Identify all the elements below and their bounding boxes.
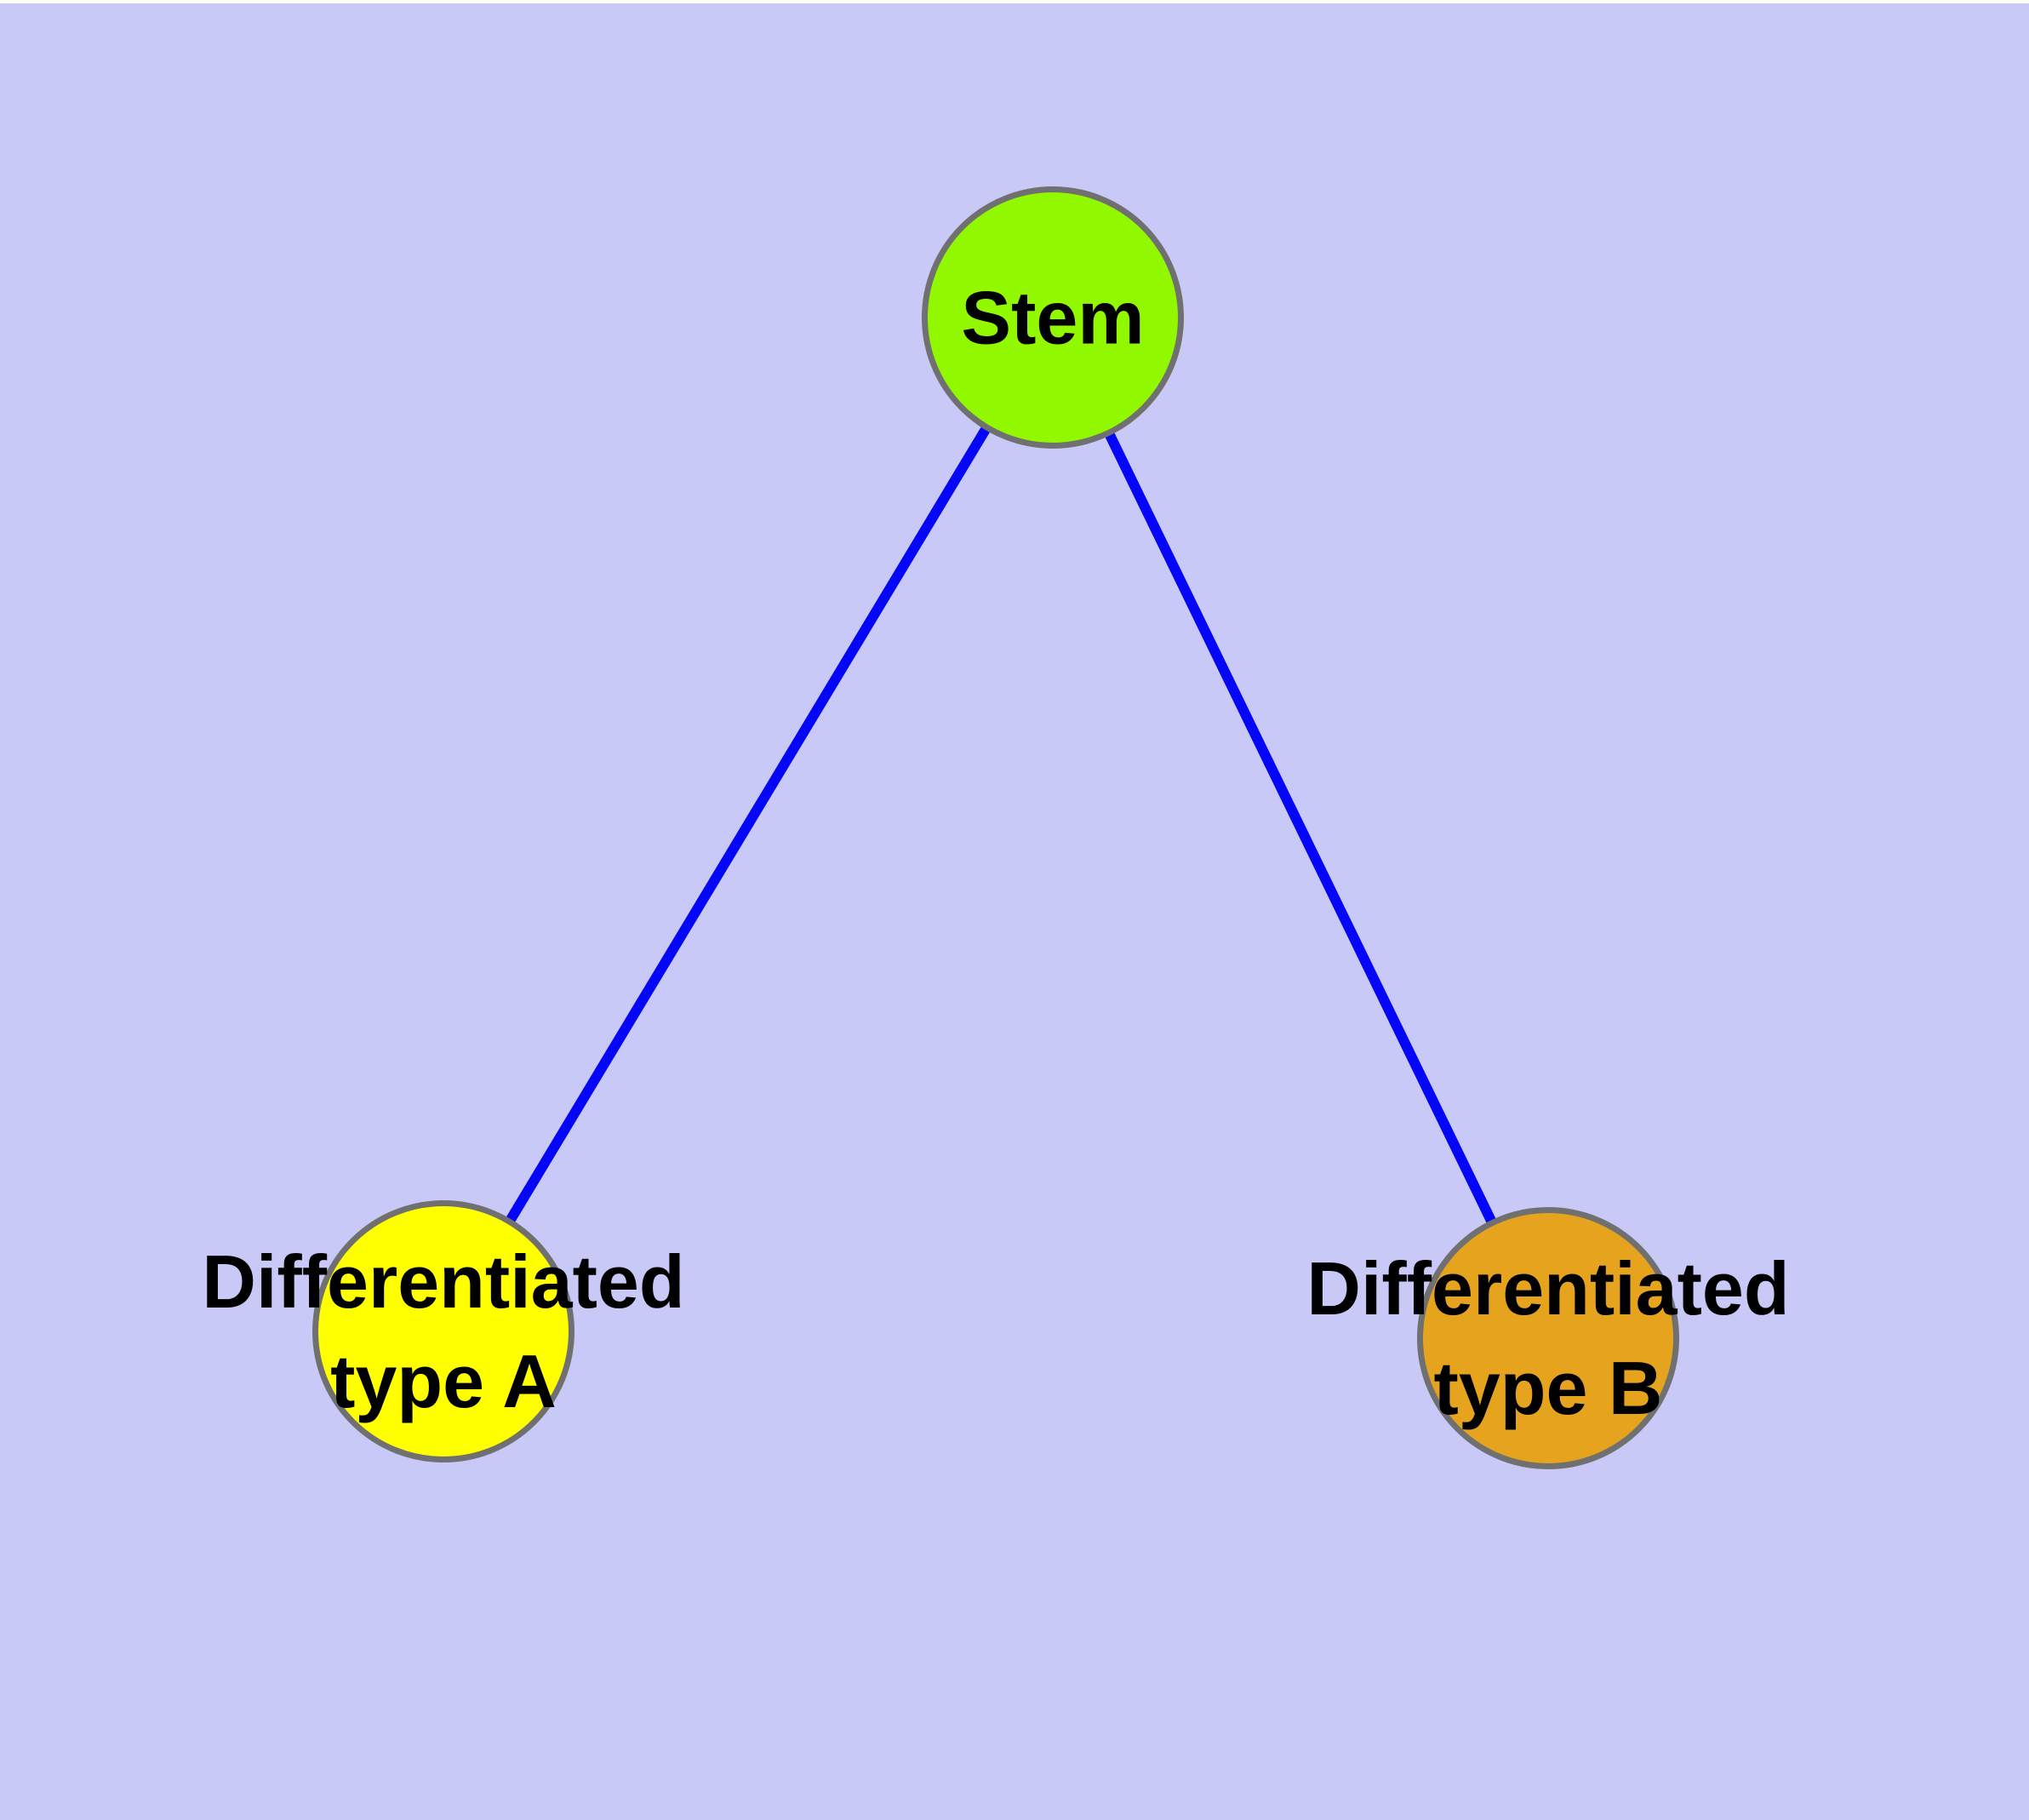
stem-node-label: Stem xyxy=(961,268,1144,368)
type-a-label-line-1: Differentiated xyxy=(202,1239,685,1324)
top-margin xyxy=(0,0,2029,3)
type-b-label-line-2: type B xyxy=(1433,1346,1663,1430)
stem-label-line: Stem xyxy=(961,275,1145,360)
stem-node-circle xyxy=(922,186,1184,449)
differentiated-type-a-node-label: Differentiated type A xyxy=(202,1232,684,1431)
differentiated-type-a-node-circle xyxy=(312,1200,574,1462)
edge-stem-diff-b xyxy=(1048,315,1553,1341)
differentiated-type-b-node-label: Differentiated type B xyxy=(1306,1239,1789,1438)
differentiated-type-b-node-circle xyxy=(1417,1207,1679,1469)
type-b-label-line-1: Differentiated xyxy=(1306,1246,1790,1331)
edge-stem-diff-a xyxy=(438,314,1058,1335)
type-a-label-line-2: type A xyxy=(330,1339,557,1423)
